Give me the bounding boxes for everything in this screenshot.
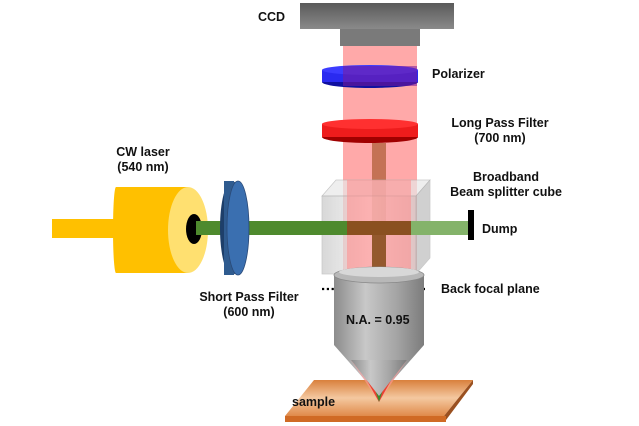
beam-dump <box>468 210 474 240</box>
numerical-aperture-label: N.A. = 0.95 <box>346 313 410 327</box>
long-pass-filter-label: Long Pass Filter (700 nm) <box>435 116 565 146</box>
beam-overlap <box>347 221 411 235</box>
short-pass-filter-label-line1: Short Pass Filter <box>199 290 299 304</box>
ccd-label: CCD <box>258 10 286 24</box>
laser-rear-tube <box>52 219 118 238</box>
excitation-beam-through-cube <box>411 221 469 235</box>
dump-label: Dump <box>482 222 518 236</box>
beam-splitter-label: Broadband Beam splitter cube <box>436 170 576 200</box>
long-pass-filter-label-line1: Long Pass Filter <box>451 116 549 130</box>
cw-laser-label-line2: (540 nm) <box>117 160 169 174</box>
long-pass-filter <box>322 119 418 143</box>
excitation-beam <box>196 221 349 235</box>
back-focal-plane-label: Back focal plane <box>441 282 540 296</box>
beam-splitter-label-line2: Beam splitter cube <box>450 185 562 199</box>
polarizer-label: Polarizer <box>432 67 485 81</box>
short-pass-filter-label-line2: (600 nm) <box>223 305 275 319</box>
cw-laser <box>113 187 208 273</box>
ccd-camera <box>300 3 454 46</box>
short-pass-filter <box>220 180 250 276</box>
long-pass-filter-label-line2: (700 nm) <box>474 131 526 145</box>
sample-label: sample <box>292 395 336 409</box>
cw-laser-label: CW laser (540 nm) <box>95 145 191 175</box>
beam-splitter-label-line1: Broadband <box>473 170 539 184</box>
cw-laser-label-line1: CW laser <box>116 145 170 159</box>
focus-cone <box>351 360 407 402</box>
short-pass-filter-label: Short Pass Filter (600 nm) <box>184 290 314 320</box>
polarizer <box>322 65 418 88</box>
